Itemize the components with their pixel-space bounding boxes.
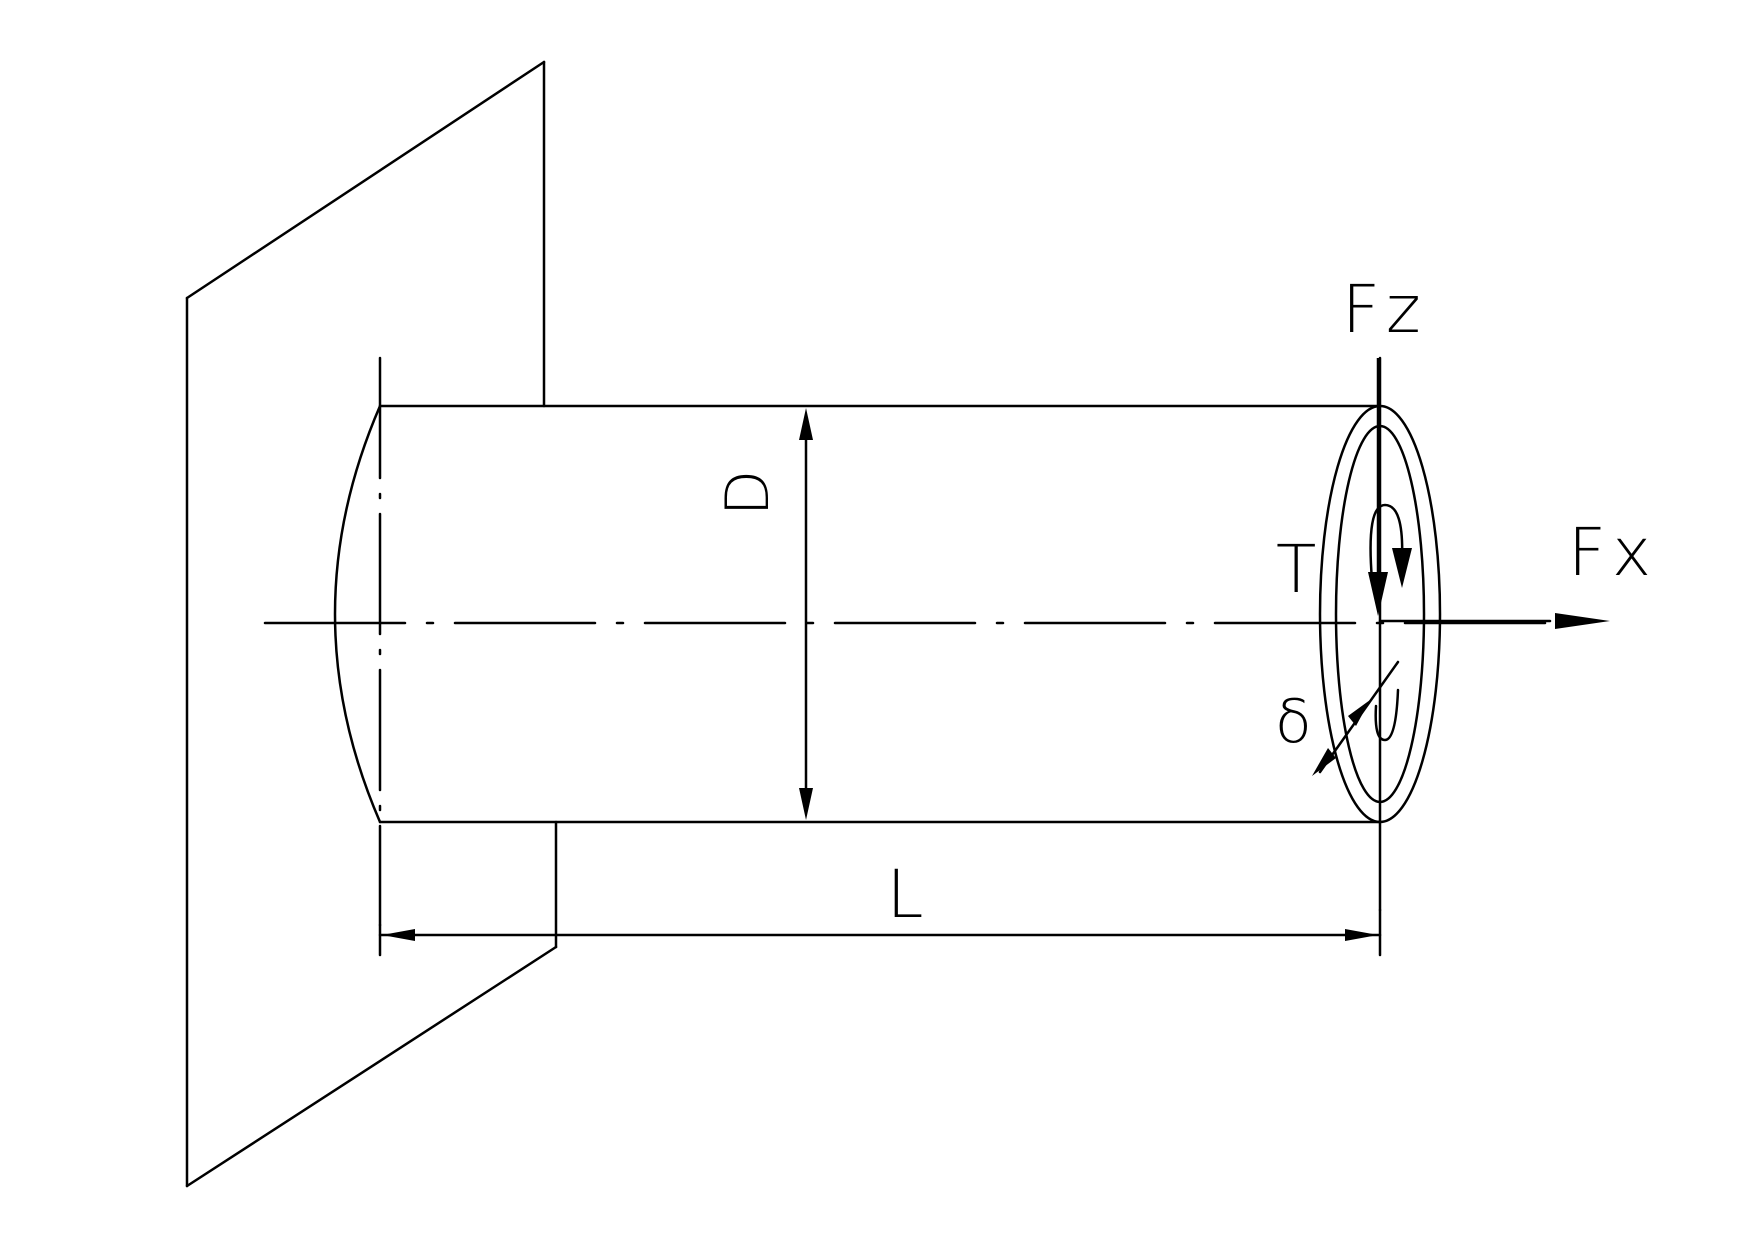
torque-arrowhead <box>1392 548 1412 588</box>
length-arrowhead-left <box>382 929 415 941</box>
length-dimension <box>378 908 1382 957</box>
tube-end-section <box>1318 356 1442 912</box>
thickness-arrowhead-outer <box>1312 748 1336 776</box>
tube-left-end-arc <box>333 404 382 824</box>
torque-label: T <box>1276 531 1322 608</box>
fixed-wall <box>185 60 558 1188</box>
diameter-arrowhead-bottom <box>799 788 813 820</box>
length-label: L <box>887 856 930 933</box>
length-arrowhead-right <box>1345 929 1378 941</box>
torque-arrow-lower <box>1374 688 1400 742</box>
fx-label: Fx <box>1568 514 1657 591</box>
thickness-arrowhead-inner <box>1348 700 1370 726</box>
fz-arrowhead <box>1368 572 1388 616</box>
diameter-arrowhead-top <box>799 408 813 440</box>
diameter-label: D <box>713 470 783 516</box>
fx-arrowhead <box>1555 613 1610 629</box>
fz-label: Fz <box>1342 271 1427 348</box>
torque-arrow-upper <box>1369 503 1404 582</box>
thickness-label: δ <box>1275 687 1312 757</box>
tube-body <box>333 356 1382 927</box>
